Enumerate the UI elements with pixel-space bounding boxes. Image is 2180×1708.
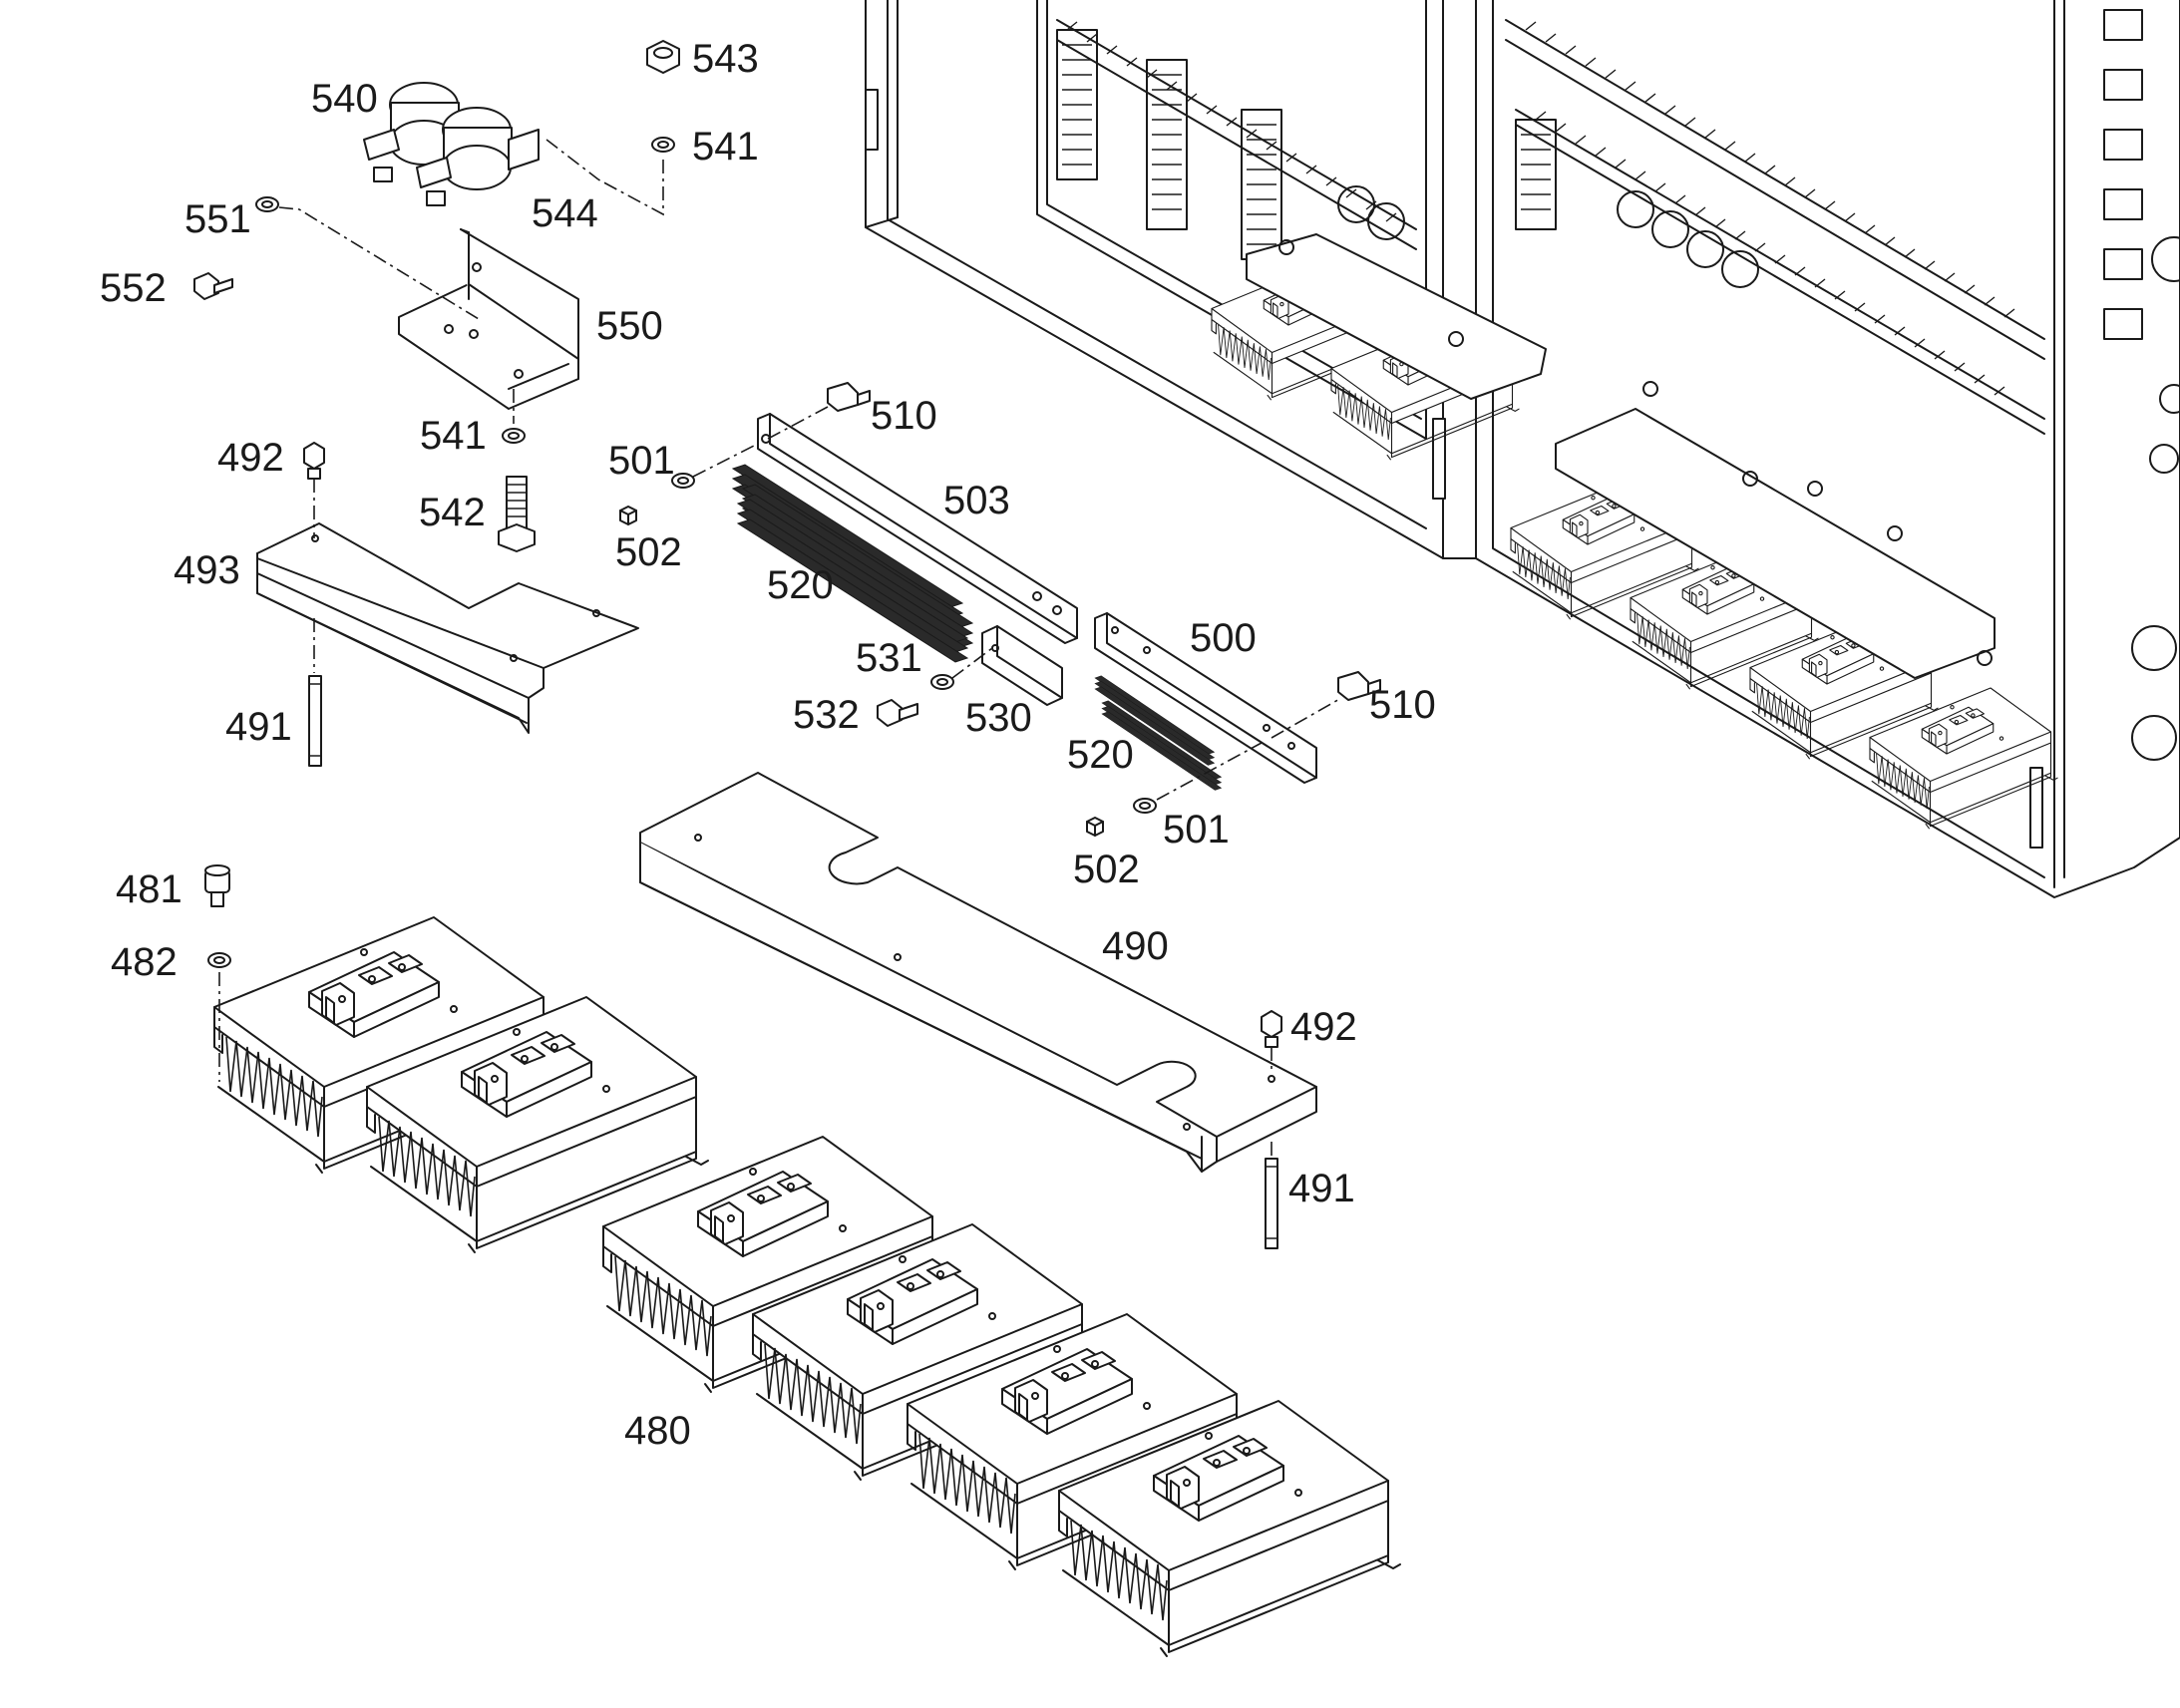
bracket-490 — [639, 772, 1317, 1249]
callout-501-right: 501 — [1163, 808, 1230, 852]
callout-labels: 540 543 541 544 551 552 550 541 542 492 … — [100, 37, 1436, 1453]
callout-481: 481 — [116, 867, 182, 911]
power-module-480-group — [213, 916, 1401, 1657]
callout-520-right: 520 — [1067, 733, 1134, 777]
callout-552: 552 — [100, 266, 167, 310]
callout-532: 532 — [793, 693, 860, 737]
busbar-500 — [1086, 612, 1381, 837]
callout-510-right: 510 — [1369, 683, 1436, 727]
callout-492-right: 492 — [1290, 1005, 1357, 1049]
callout-491-left: 491 — [225, 705, 292, 749]
callout-542: 542 — [419, 491, 486, 534]
callout-500: 500 — [1190, 616, 1257, 660]
callout-490: 490 — [1102, 924, 1169, 968]
busbar-503 — [619, 382, 1078, 663]
control-cabinet — [865, 0, 2180, 898]
callout-520-left: 520 — [767, 563, 834, 607]
callout-550: 550 — [596, 304, 663, 348]
callout-541-mid: 541 — [420, 414, 487, 458]
pressure-switch-assembly — [363, 82, 579, 410]
callout-540: 540 — [311, 77, 378, 121]
callout-544: 544 — [532, 191, 598, 235]
fastener-set-module — [204, 864, 231, 1082]
callout-502-right: 502 — [1073, 848, 1140, 891]
plate-530 — [877, 625, 1063, 727]
callout-502-left: 502 — [615, 530, 682, 574]
callout-492-left: 492 — [217, 436, 284, 480]
callout-482: 482 — [111, 940, 178, 984]
callout-531: 531 — [856, 636, 922, 680]
callout-491-right: 491 — [1288, 1167, 1355, 1210]
callout-493: 493 — [174, 548, 240, 592]
callout-541-top: 541 — [692, 125, 759, 169]
callout-480: 480 — [624, 1409, 691, 1453]
callout-543: 543 — [692, 37, 759, 81]
fastener-set-upper — [193, 40, 680, 552]
callout-501-left: 501 — [608, 439, 675, 483]
callout-551: 551 — [184, 197, 251, 241]
callout-503: 503 — [943, 479, 1010, 522]
callout-530: 530 — [965, 696, 1032, 740]
bracket-493 — [256, 442, 639, 767]
callout-510-top: 510 — [871, 394, 937, 438]
